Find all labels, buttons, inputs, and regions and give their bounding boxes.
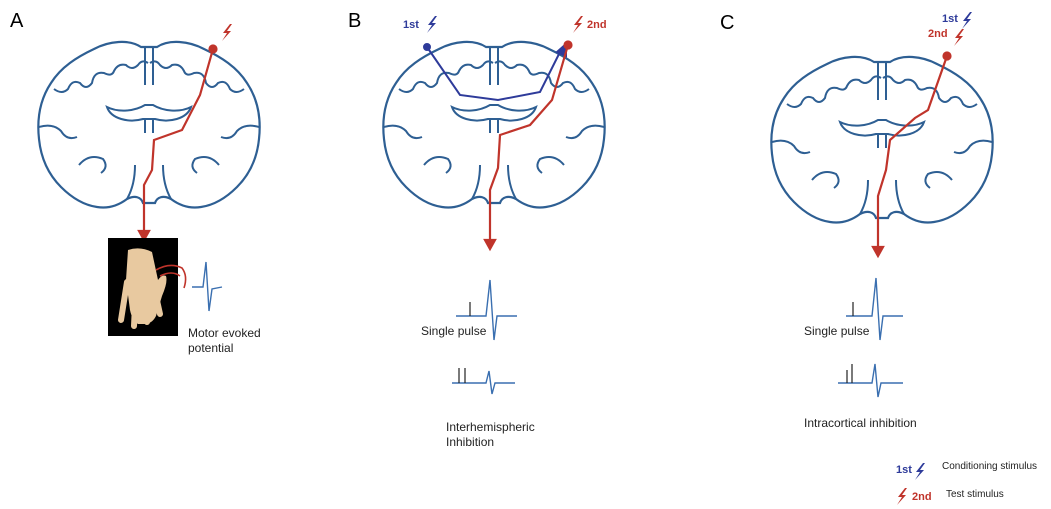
panel-c-corticospinal-pathway: [873, 53, 951, 257]
panel-a-stimulus-red-lightning-icon: [222, 24, 232, 41]
panel-a-mep-trace: [192, 262, 222, 311]
panel-c-second-tag: 2nd: [928, 28, 948, 40]
panel-label-a: A: [10, 10, 23, 33]
hand-image: [108, 238, 186, 336]
panel-c-first-tag: 1st: [942, 13, 958, 25]
legend-second-tag: 2nd: [912, 491, 932, 503]
panel-b-inhibition-label: Interhemispheric Inhibition: [446, 420, 535, 450]
panel-a-corticospinal-pathway: [139, 46, 217, 241]
panel-label-b: B: [348, 10, 361, 33]
panel-b-single-pulse-label: Single pulse: [421, 324, 486, 339]
panel-b-first-tag: 1st: [403, 19, 419, 31]
panel-b-first-blue-lightning-icon: [427, 16, 437, 33]
panel-a-brain: [38, 42, 259, 208]
panel-c-first-blue-lightning-icon: [962, 12, 972, 29]
panel-b-inhibition-trace: [452, 371, 515, 394]
legend-conditioning-label: Conditioning stimulus: [942, 461, 1037, 472]
legend-red-lightning-icon: [897, 488, 907, 505]
panel-b-brain: [383, 42, 604, 208]
panel-c-single-pulse-label: Single pulse: [804, 324, 869, 339]
panel-b-transcallosal-pathway: [424, 44, 566, 100]
panel-c-second-red-lightning-icon: [954, 29, 964, 46]
mep-label: Motor evoked potential: [188, 326, 261, 356]
legend-test-label: Test stimulus: [946, 489, 1004, 500]
panel-c-inhibition-trace: [838, 364, 903, 397]
panel-b-second-tag: 2nd: [587, 19, 607, 31]
panel-c-brain: [771, 57, 992, 223]
panel-b-second-red-lightning-icon: [573, 16, 583, 33]
legend-blue-lightning-icon: [915, 463, 925, 480]
panel-c-inhibition-label: Intracortical inhibition: [804, 416, 917, 431]
panel-label-c: C: [720, 12, 734, 35]
legend-first-tag: 1st: [896, 464, 912, 476]
